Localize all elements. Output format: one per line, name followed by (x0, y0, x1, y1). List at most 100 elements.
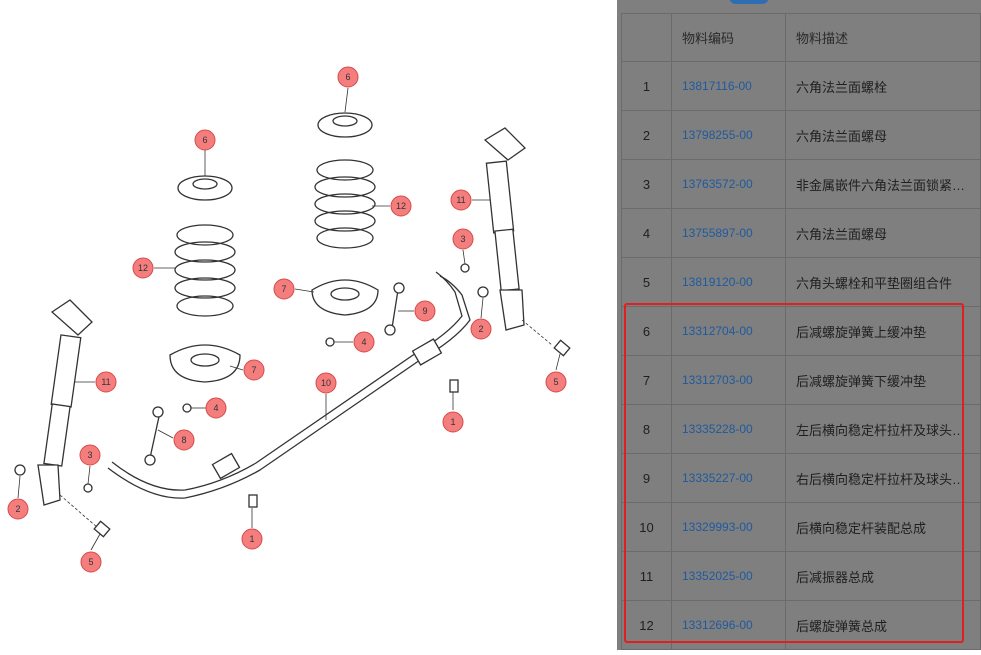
part-description: 六角法兰面螺母 (785, 110, 981, 160)
svg-text:6: 6 (345, 72, 350, 82)
part-description: 右后横向稳定杆拉杆及球头总成 (785, 453, 981, 503)
callout-6-left[interactable]: 6 (194, 129, 216, 151)
svg-text:2: 2 (478, 324, 483, 334)
callout-12-left[interactable]: 12 (132, 257, 154, 279)
svg-text:8: 8 (181, 435, 186, 445)
callout-11-right[interactable]: 11 (450, 189, 472, 211)
row-index: 1 (621, 61, 672, 111)
svg-text:4: 4 (361, 337, 366, 347)
panel-toggle[interactable] (729, 0, 769, 4)
callout-3-right[interactable]: 3 (452, 228, 474, 250)
svg-text:3: 3 (87, 450, 92, 460)
row-index: 12 (621, 600, 672, 650)
part-code-link[interactable]: 13763572-00 (671, 159, 786, 209)
parts-diagram: 6 12 7 4 11 8 3 2 5 1 10 6 12 7 4 9 3 1 … (7, 66, 571, 573)
part-description: 后减螺旋弹簧下缓冲垫 (785, 355, 981, 405)
part-description: 后减振器总成 (785, 551, 981, 601)
callout-12-right[interactable]: 12 (390, 195, 412, 217)
svg-text:9: 9 (422, 306, 427, 316)
svg-text:5: 5 (553, 377, 558, 387)
right-coil-spring (314, 159, 376, 249)
right-upper-spring-pad (317, 112, 373, 138)
callout-7-right[interactable]: 7 (273, 278, 295, 300)
callout-2-right[interactable]: 2 (470, 318, 492, 340)
callout-10[interactable]: 10 (315, 372, 337, 394)
row-index: 3 (621, 159, 672, 209)
row-index: 4 (621, 208, 672, 258)
callout-4-right[interactable]: 4 (353, 331, 375, 353)
svg-text:7: 7 (251, 365, 256, 375)
svg-text:4: 4 (213, 403, 218, 413)
part-description: 后减螺旋弹簧上缓冲垫 (785, 306, 981, 356)
callout-2-left[interactable]: 2 (7, 498, 29, 520)
part-code-link[interactable]: 13817116-00 (671, 61, 786, 111)
row-index: 11 (621, 551, 672, 601)
part-code-link[interactable]: 13819120-00 (671, 257, 786, 307)
left-shock-absorber (37, 299, 99, 529)
callout-1-right[interactable]: 1 (442, 411, 464, 433)
row-index: 6 (621, 306, 672, 356)
right-end-link (391, 289, 399, 329)
callout-6-right[interactable]: 6 (337, 66, 359, 88)
part-code-link[interactable]: 13755897-00 (671, 208, 786, 258)
part-code-link[interactable]: 13312704-00 (671, 306, 786, 356)
right-lower-spring-pad (311, 279, 379, 316)
row-index: 8 (621, 404, 672, 454)
part-code-link[interactable]: 13335228-00 (671, 404, 786, 454)
left-coil-spring (174, 224, 236, 317)
svg-text:12: 12 (396, 201, 406, 211)
part-code-link[interactable]: 13798255-00 (671, 110, 786, 160)
callout-3-left[interactable]: 3 (79, 444, 101, 466)
part-description: 左后横向稳定杆拉杆及球头总成 (785, 404, 981, 454)
row-index: 7 (621, 355, 672, 405)
part-code-link[interactable]: 13335227-00 (671, 453, 786, 503)
table-header-row: 物料编码 物料描述 (621, 13, 981, 62)
row-index: 10 (621, 502, 672, 552)
part-description: 非金属嵌件六角法兰面锁紧螺母 (785, 159, 981, 209)
row-index: 9 (621, 453, 672, 503)
right-shock-absorber (483, 127, 553, 346)
callout-7-left[interactable]: 7 (243, 359, 265, 381)
svg-text:11: 11 (101, 377, 110, 387)
callout-8[interactable]: 8 (173, 429, 195, 451)
callout-5-left[interactable]: 5 (80, 551, 102, 573)
callout-1-left[interactable]: 1 (241, 528, 263, 550)
part-code-link[interactable]: 13352025-00 (671, 551, 786, 601)
callout-11-left[interactable]: 11 (95, 371, 117, 393)
svg-text:10: 10 (321, 378, 331, 388)
callout-4-left[interactable]: 4 (205, 397, 227, 419)
suspension-exploded-view: 6 12 7 4 11 8 3 2 5 1 10 6 12 7 4 9 3 1 … (7, 66, 571, 573)
stabilizer-bushing-left (211, 452, 241, 480)
header-description: 物料描述 (785, 13, 981, 62)
part-code-link[interactable]: 13312696-00 (671, 600, 786, 650)
stabilizer-bushing-right (411, 338, 443, 366)
svg-text:1: 1 (450, 417, 455, 427)
part-code-link[interactable]: 13312703-00 (671, 355, 786, 405)
stabilizer-bar (107, 275, 471, 499)
part-description: 后螺旋弹簧总成 (785, 600, 981, 650)
part-code-link[interactable]: 13329993-00 (671, 502, 786, 552)
part-description: 后横向稳定杆装配总成 (785, 502, 981, 552)
svg-text:11: 11 (456, 195, 465, 205)
callout-9[interactable]: 9 (414, 300, 436, 322)
header-code: 物料编码 (671, 13, 786, 62)
left-lower-spring-pad (169, 344, 241, 383)
row-index: 5 (621, 257, 672, 307)
part-description: 六角头螺栓和平垫圈组合件 (785, 257, 981, 307)
svg-text:5: 5 (88, 557, 93, 567)
callout-5-right[interactable]: 5 (545, 371, 567, 393)
header-index (621, 13, 672, 62)
